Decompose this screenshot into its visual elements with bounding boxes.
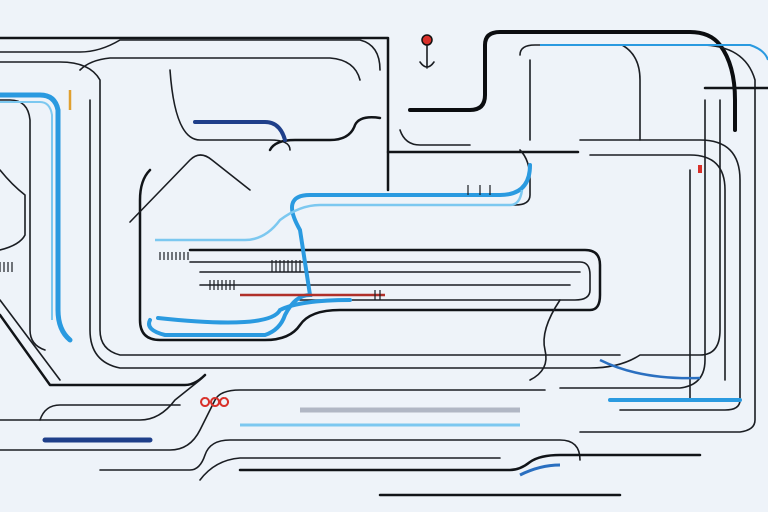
dark-lines	[0, 30, 768, 497]
red-marker-icon	[421, 34, 433, 46]
accent-marks	[68, 34, 702, 407]
tick-clusters	[0, 185, 491, 300]
blue-lines	[0, 44, 768, 477]
